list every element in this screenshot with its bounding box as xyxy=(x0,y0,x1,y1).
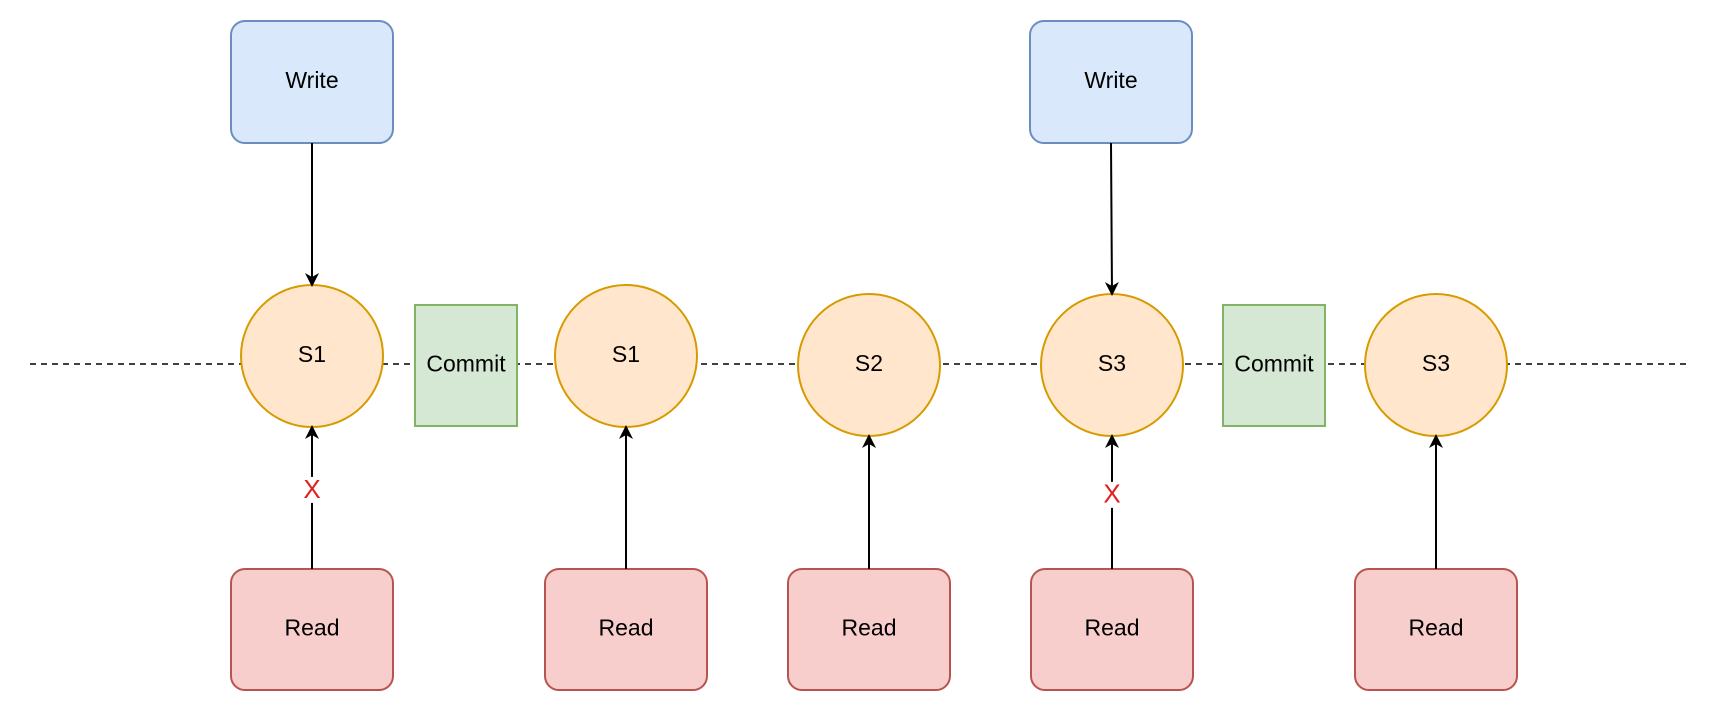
blocked-read-edge: X xyxy=(300,425,324,569)
blocked-read-edge: X xyxy=(1100,434,1124,569)
blocked-mark-background xyxy=(300,476,324,503)
state-node: S1 xyxy=(240,284,384,428)
commit-label: Commit xyxy=(1234,351,1314,377)
state-label: S3 xyxy=(1098,350,1126,376)
state-node: S3 xyxy=(1040,293,1184,437)
read-label: Read xyxy=(842,615,897,641)
write-label: Write xyxy=(1084,67,1137,93)
commit-box-shape xyxy=(1222,304,1326,427)
state-node: S3 xyxy=(1364,293,1508,437)
write-label: Write xyxy=(285,67,338,93)
read-box: Read xyxy=(230,568,394,691)
read-box: Read xyxy=(1354,568,1518,691)
write-edge xyxy=(1104,142,1119,296)
blocked-x-mark: X xyxy=(1103,479,1120,509)
commit-label: Commit xyxy=(426,351,506,377)
read-label: Read xyxy=(599,615,654,641)
commit-box: Commit xyxy=(414,304,518,427)
state-label: S2 xyxy=(855,350,883,376)
commit-box-shape xyxy=(414,304,518,427)
read-label: Read xyxy=(1085,615,1140,641)
state-node: S2 xyxy=(797,293,941,437)
read-box: Read xyxy=(544,568,708,691)
read-label: Read xyxy=(285,615,340,641)
write-box: Write xyxy=(230,20,394,144)
state-label: S3 xyxy=(1422,350,1450,376)
read-box: Read xyxy=(787,568,951,691)
read-label: Read xyxy=(1409,615,1464,641)
blocked-mark-background xyxy=(1100,481,1124,508)
commit-box: Commit xyxy=(1222,304,1326,427)
read-box: Read xyxy=(1030,568,1194,691)
state-label: S1 xyxy=(298,341,326,367)
state-label: S1 xyxy=(612,341,640,367)
edge-arrow xyxy=(1104,142,1119,296)
write-box: Write xyxy=(1029,20,1193,144)
blocked-x-mark: X xyxy=(303,474,320,504)
state-node: S1 xyxy=(554,284,698,428)
